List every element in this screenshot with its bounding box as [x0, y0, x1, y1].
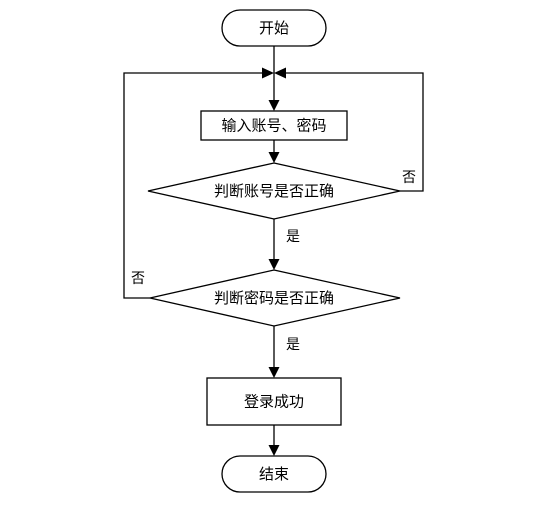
- arrowhead-input: [268, 100, 280, 111]
- arrowhead-success: [268, 367, 280, 378]
- account-yes-label: 是: [286, 229, 300, 245]
- input-label: 输入账号、密码: [221, 117, 326, 135]
- end-terminator: [221, 455, 327, 493]
- end-label: 结束: [259, 465, 289, 483]
- arrowhead-left-merge: [262, 67, 274, 79]
- arrowhead-right-merge: [274, 67, 286, 79]
- check-password-label: 判断密码是否正确: [214, 289, 334, 307]
- account-no-label: 否: [402, 170, 416, 186]
- arrowhead-check-account: [268, 152, 280, 163]
- start-label: 开始: [259, 19, 289, 37]
- loop-back-account-no: [284, 72, 424, 192]
- password-yes-label: 是: [286, 337, 300, 353]
- success-label: 登录成功: [244, 393, 304, 411]
- success-process-box: [206, 377, 342, 426]
- password-no-label: 否: [131, 271, 145, 287]
- loop-back-password-no: [123, 72, 264, 299]
- arrowhead-end: [268, 445, 280, 456]
- arrowhead-check-password: [268, 259, 280, 270]
- check-account-label: 判断账号是否正确: [214, 182, 334, 200]
